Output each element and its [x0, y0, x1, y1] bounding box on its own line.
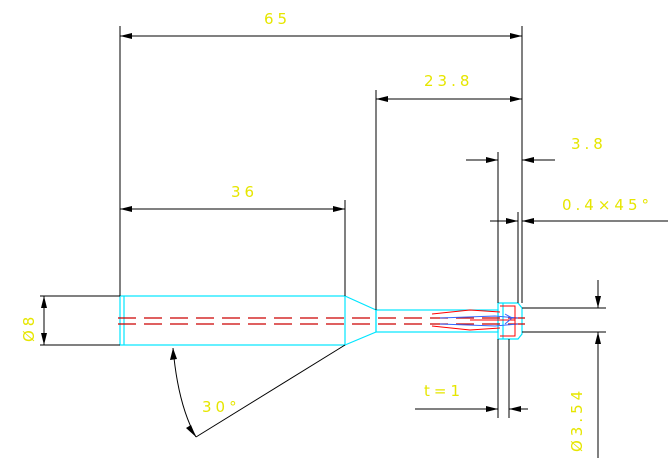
shank-diameter-label: Ø8 — [20, 313, 38, 342]
tool-shank — [119, 295, 346, 346]
chamfer-label: 0.4×45° — [562, 196, 653, 214]
tool-body — [119, 295, 523, 346]
angle-label: 30° — [202, 398, 241, 416]
tip-length-label: 3.8 — [571, 135, 607, 153]
flank-width-label: t=1 — [424, 382, 464, 400]
shank-length-label: 36 — [231, 183, 258, 201]
tool-tip — [497, 302, 523, 340]
center-line — [118, 317, 525, 325]
arrowheads — [41, 33, 601, 437]
tip-diameter-label: Ø3.54 — [568, 387, 586, 452]
reach-length-label: 23.8 — [424, 72, 473, 90]
overall-length-label: 65 — [264, 10, 291, 28]
dimension-geometry — [40, 26, 668, 458]
flute-detail — [431, 305, 519, 337]
tool-taper — [344, 295, 377, 346]
